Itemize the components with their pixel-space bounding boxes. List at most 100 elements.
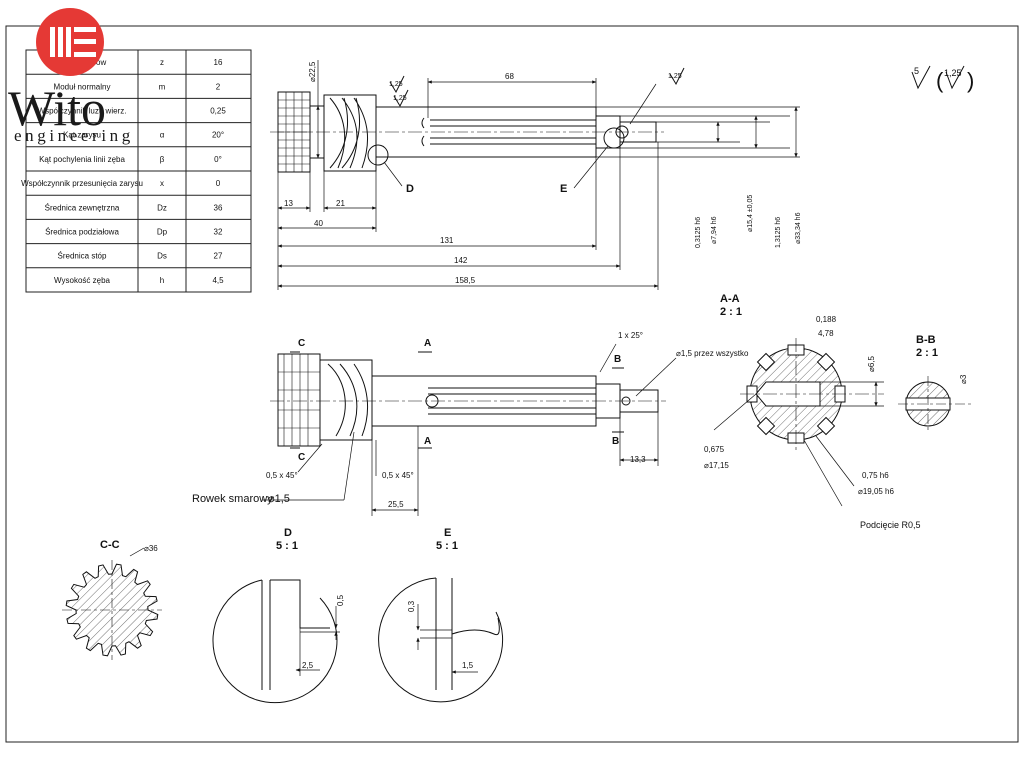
svg-text:(: (	[936, 68, 944, 93]
dim-0-3125: 0,3125 h6	[695, 217, 702, 248]
detail-e-scale: 5 : 1	[436, 540, 458, 552]
svg-text:): )	[967, 68, 974, 93]
dim-0-188: 0,188	[816, 315, 837, 324]
dim-142: 142	[454, 256, 468, 265]
dim-68: 68	[505, 72, 514, 81]
section-mark-c-bottom: C	[298, 452, 305, 463]
sheet-border	[5, 25, 1019, 743]
table-cell-symbol: x	[160, 179, 164, 188]
table-cell-value: 2	[216, 82, 221, 91]
chamfer-left: 0,5 x 45°	[266, 471, 298, 480]
logo-wordmark: Wito	[8, 80, 106, 136]
table-cell-label: Moduł normalny	[54, 82, 111, 91]
detail-d-dim-h: 2,5	[302, 661, 314, 670]
table-cell-value: 27	[214, 252, 223, 261]
detail-label-d: D	[406, 183, 414, 195]
dim-21: 21	[336, 199, 345, 208]
helical-section	[323, 94, 377, 172]
table-cell-symbol: z	[160, 58, 164, 67]
groove-label: Rowek smarowy	[192, 493, 273, 505]
table-cell-label: Średnica zewnętrzna	[45, 203, 120, 212]
dim-19-05: ⌀19,05 h6	[858, 487, 895, 496]
detail-d-scale: 5 : 1	[276, 540, 298, 552]
chamfer-right: 0,5 x 45°	[382, 471, 414, 480]
roughness-mark-3: 1,25	[668, 73, 682, 80]
dim-0-675: 0,675	[704, 445, 725, 454]
table-cell-symbol: Ds	[157, 252, 167, 261]
table-cell-value: 4,5	[212, 276, 224, 285]
roughness-mark-2: 1,25	[393, 95, 407, 102]
wito-logo: Wito engineering	[8, 8, 134, 145]
section-a-a	[713, 338, 884, 507]
section-b-b-title: B-B	[916, 334, 936, 346]
roughness-symbol: 5 ( 1,25 )	[911, 65, 974, 93]
table-cell-value: 36	[214, 203, 223, 212]
dim-7-94: ⌀7,94 h6	[711, 216, 718, 244]
section-a-a-scale: 2 : 1	[720, 306, 742, 318]
section-a-a-title: A-A	[720, 293, 740, 305]
dim-0-75: 0,75 h6	[862, 471, 889, 480]
section-mark-b-top: B	[614, 354, 621, 365]
section-c-c	[62, 547, 162, 660]
detail-e	[378, 577, 504, 703]
section-c-c-title: C-C	[100, 539, 120, 551]
groove-dim: ⌀1,5	[268, 493, 290, 505]
side-view-dimensions	[262, 343, 677, 516]
dim-13-3: 13,3	[630, 455, 646, 464]
logo-tagline: engineering	[14, 126, 134, 145]
dim-d22-5: ⌀22,5	[308, 61, 317, 82]
table-cell-value: 20°	[212, 131, 224, 140]
detail-e-title: E	[444, 527, 451, 539]
detail-e-dim-h: 1,5	[462, 661, 474, 670]
table-cell-symbol: Dp	[157, 228, 168, 237]
table-cell-value: 0	[216, 179, 221, 188]
table-cell-label: Średnica podziałowa	[45, 228, 119, 237]
table-cell-label: Współczynnik luzu wierz.	[38, 107, 127, 116]
undercut-label: Podcięcie R0,5	[860, 520, 921, 530]
detail-label-e: E	[560, 183, 567, 195]
detail-e-dim-v: 0,3	[407, 600, 416, 612]
dim-33-34: ⌀33,34 h6	[795, 212, 802, 244]
dim-17-15: ⌀17,15	[704, 461, 729, 470]
section-mark-a-bottom: A	[424, 436, 431, 447]
dim-25-5: 25,5	[388, 500, 404, 509]
section-b-b-scale: 2 : 1	[916, 347, 938, 359]
table-cell-label: Wysokość zęba	[54, 276, 111, 285]
logo-mark-icon	[50, 27, 96, 57]
dim-13: 13	[284, 199, 293, 208]
detail-d	[212, 579, 340, 704]
section-mark-b-bottom: B	[612, 436, 619, 447]
detail-d-title: D	[284, 527, 292, 539]
dim-158-5: 158,5	[455, 276, 476, 285]
roughness-mark-1: 1,25	[389, 81, 403, 88]
table-cell-value: 0°	[214, 155, 222, 164]
svg-text:5: 5	[914, 66, 919, 76]
dim-6-5: ⌀6,5	[867, 356, 876, 372]
detail-d-dim-v: 0,5	[336, 594, 345, 606]
dim-1-3125: 1,3125 h6	[775, 217, 782, 248]
top-view-dimensions	[277, 60, 800, 290]
hole-note: ⌀1,5 przez wszystko	[676, 349, 749, 358]
section-b-b	[898, 376, 972, 432]
dim-40: 40	[314, 219, 323, 228]
table-cell-symbol: m	[159, 82, 166, 91]
table-cell-label: Kąt pochylenia linii zęba	[39, 155, 125, 164]
table-cell-value: 32	[214, 228, 223, 237]
roughness-marks	[389, 67, 685, 108]
table-cell-label: Kąt zarysu	[63, 131, 101, 140]
dim-15-4: ⌀15,4 ±0,05	[747, 195, 754, 232]
table-cell-label: Średnica stóp	[58, 252, 107, 261]
svg-text:1,25: 1,25	[944, 68, 962, 78]
table-cell-label: Współczynnik przesunięcia zarysu	[21, 179, 143, 188]
table-cell-value: 0,25	[210, 107, 226, 116]
table-cell-symbol: Dz	[157, 203, 167, 212]
table-cell-symbol: α	[160, 131, 165, 140]
dim-bb-3: ⌀3	[959, 374, 968, 384]
section-mark-a-top: A	[424, 338, 431, 349]
dim-cc-36: ⌀36	[144, 544, 158, 553]
gear-parameter-table: Liczba zębówz16Moduł normalnym2Współczyn…	[21, 49, 252, 293]
dim-4-78: 4,78	[818, 329, 834, 338]
table-cell-symbol: h	[160, 276, 164, 285]
shaft-side-view	[270, 351, 666, 449]
